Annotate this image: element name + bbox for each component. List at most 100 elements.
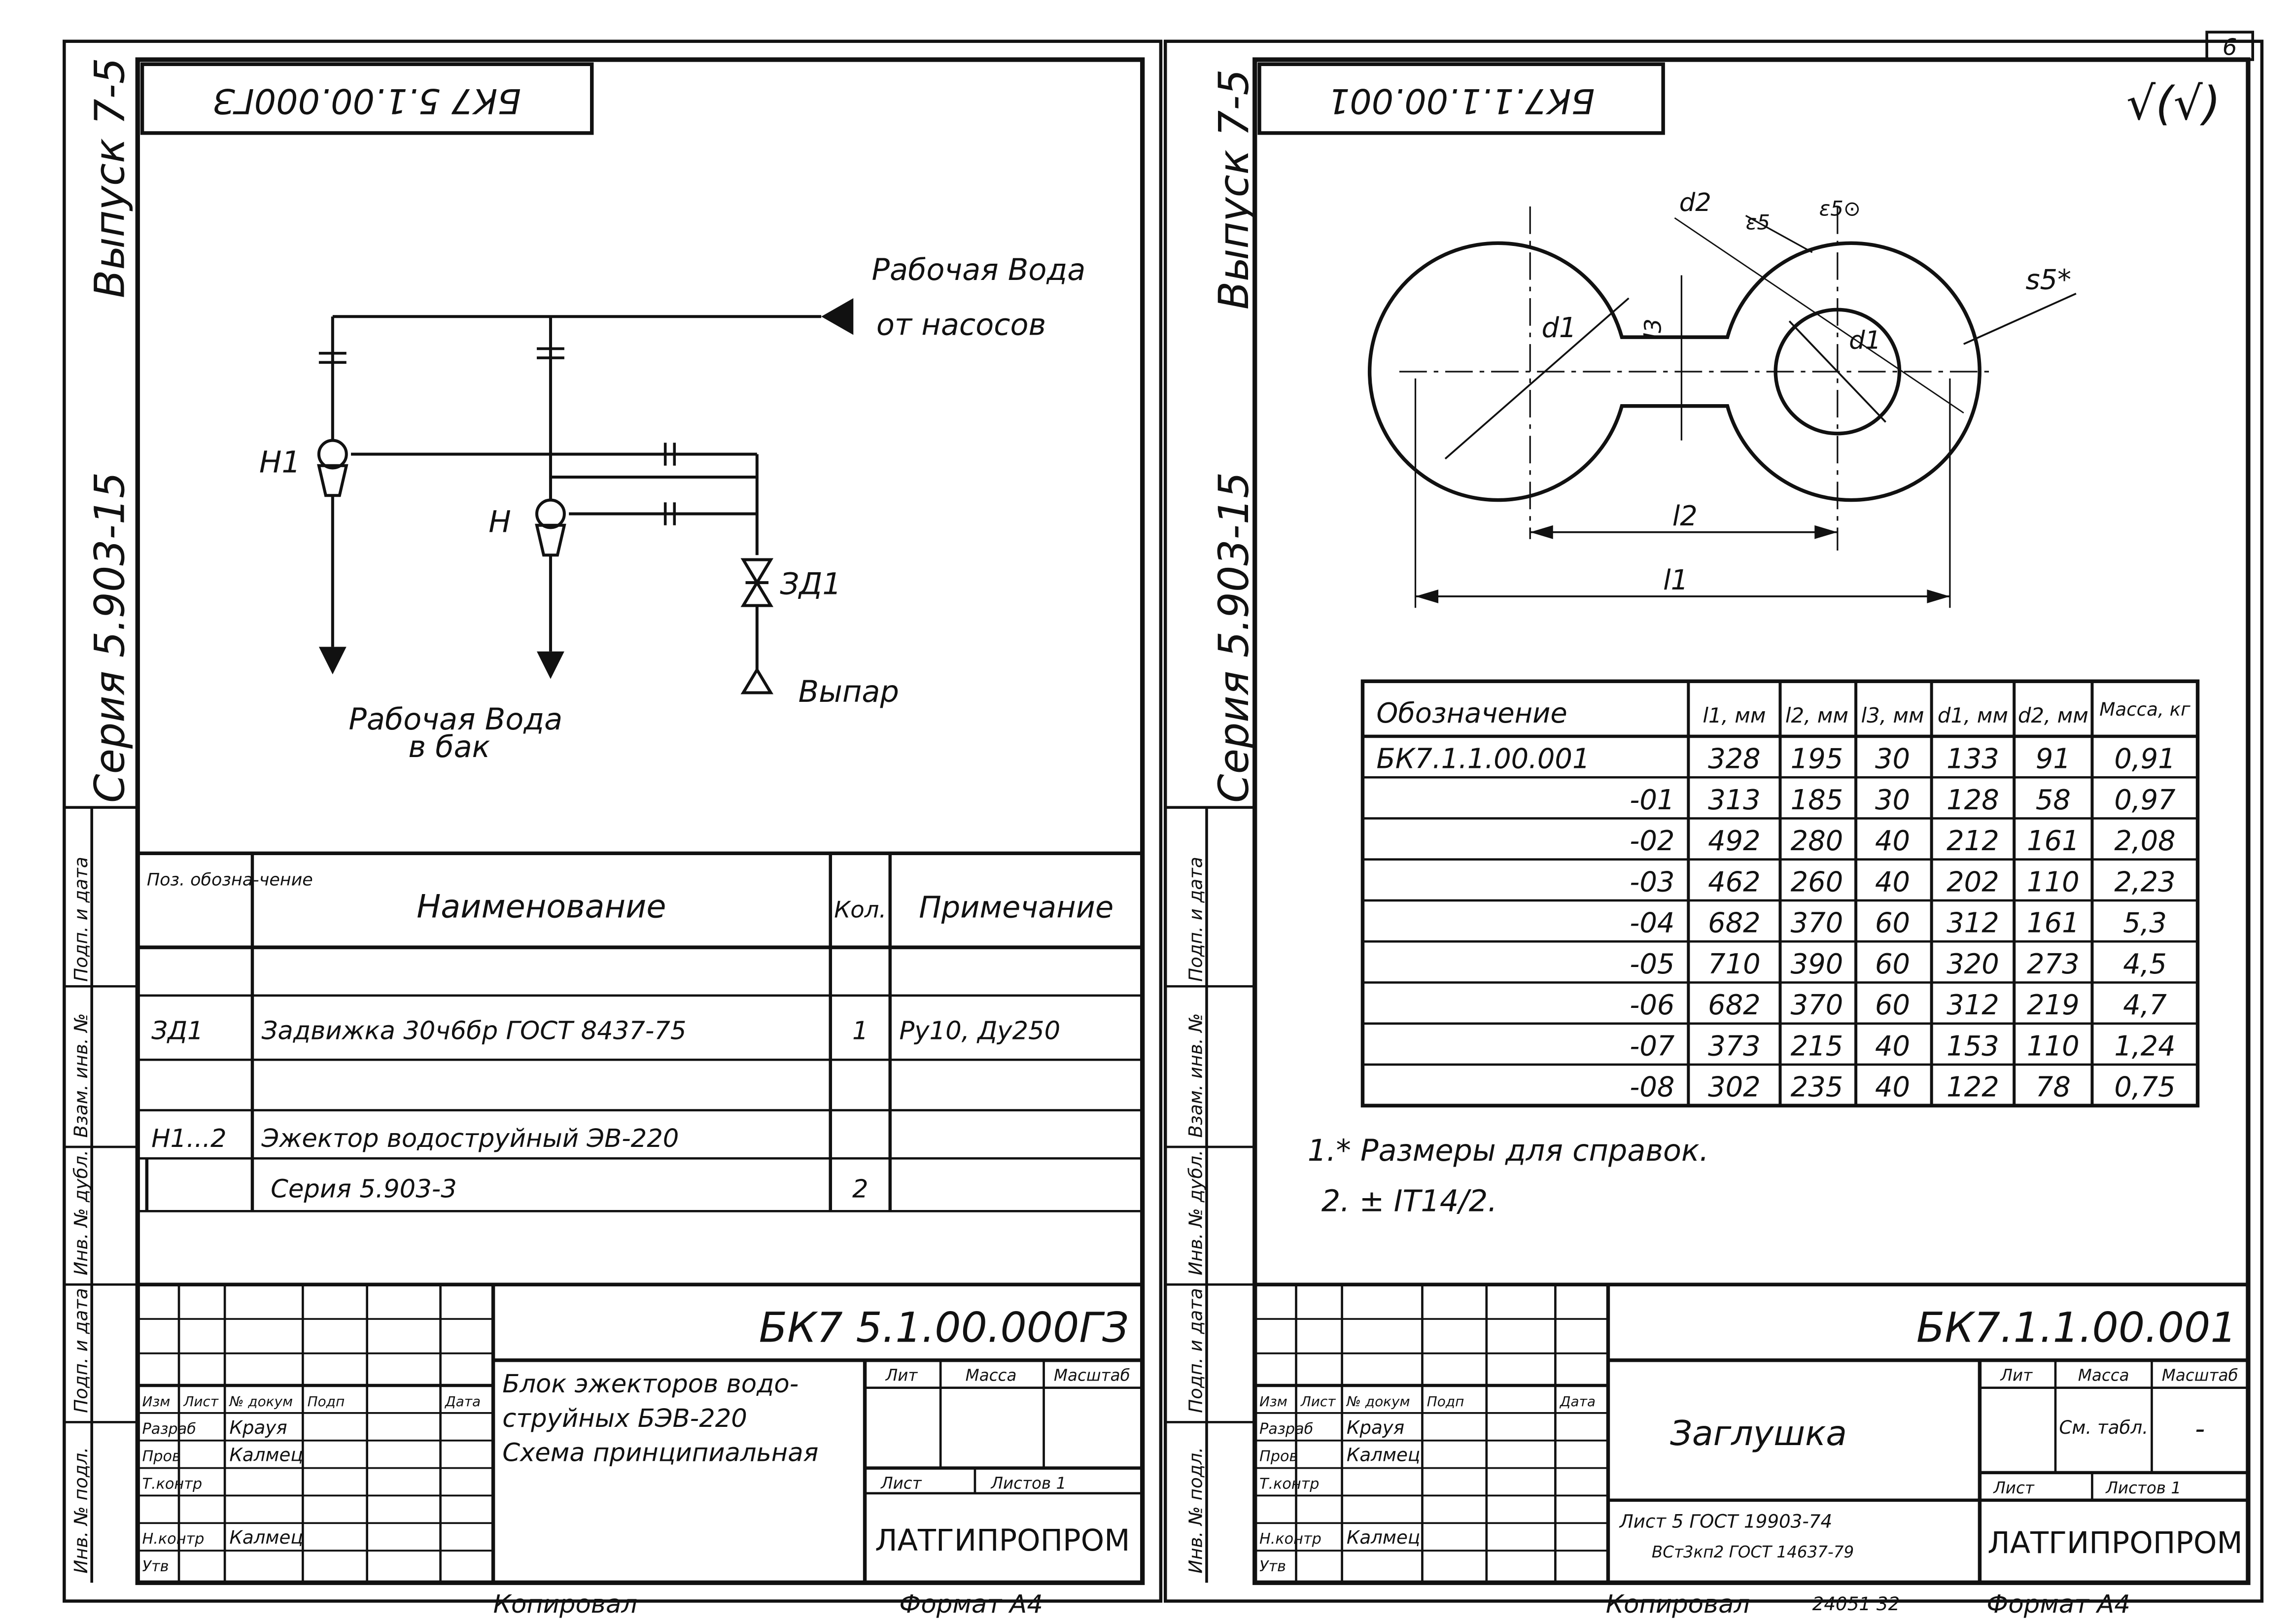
dimension-table: [1360, 679, 2200, 1107]
table-cell: 110: [2027, 866, 2080, 898]
right-sign-h2: Лист: [1300, 1393, 1336, 1410]
table-cell: 682: [1708, 989, 1761, 1021]
table-cell: 60: [1875, 907, 1910, 939]
right-margin-label-3: Инв. № дубл.: [1185, 1150, 1207, 1276]
spec-row-qty: 2: [852, 1174, 869, 1204]
right-sign-h1: Изм: [1259, 1393, 1287, 1410]
left-sign-h3: № докум: [228, 1393, 293, 1410]
right-sheets-label: Листов 1: [2105, 1479, 2181, 1497]
left-inner-frame: [135, 57, 1145, 1585]
table-cell: 110: [2027, 1030, 2080, 1062]
right-stamp-code: БК7.1.1.00.001: [1328, 81, 1595, 121]
right-title-block: [1254, 1282, 2248, 1583]
right-inner-frame: [1252, 57, 2251, 1585]
outlet-label-2: в бак: [408, 730, 490, 764]
left-sheet-label: Лист: [880, 1474, 922, 1492]
table-cell: 161: [2027, 825, 2080, 857]
right-sheet-label: Лист: [1993, 1479, 2035, 1497]
table-cell: 1,24: [2114, 1030, 2175, 1062]
page-number: 6: [2223, 34, 2237, 61]
table-cell: 273: [2027, 948, 2080, 980]
dim-l1: l1: [1663, 564, 1688, 596]
dim-header-l2: l2, мм: [1785, 703, 1848, 727]
right-series-margin: Серия 5.903-15: [1210, 472, 1258, 803]
table-cell: 215: [1791, 1030, 1843, 1062]
table-cell: 78: [2036, 1071, 2071, 1104]
outlet-label-1: Рабочая Вода: [348, 702, 562, 737]
table-cell: 260: [1791, 866, 1843, 898]
table-cell: 30: [1875, 784, 1910, 816]
dim-header-d2: d2, мм: [2018, 703, 2088, 727]
table-cell: 280: [1791, 825, 1843, 857]
table-row-designation: -01: [1630, 784, 1674, 816]
right-sign-h5: Дата: [1559, 1393, 1596, 1410]
left-col-scale: Масштаб: [1054, 1366, 1130, 1385]
dim-radius-2: ε5⊙: [1819, 196, 1861, 220]
table-cell: 313: [1708, 784, 1761, 816]
left-sign-h4: Подп: [308, 1393, 345, 1410]
left-doc-name-2: струйных БЭВ-220: [502, 1404, 747, 1433]
left-role-4: Н.контр: [142, 1530, 205, 1548]
table-cell: 40: [1875, 866, 1910, 898]
right-sign-h3: № докум: [1346, 1393, 1410, 1410]
table-row-designation: -06: [1630, 989, 1674, 1021]
dim-header-l1: l1, мм: [1703, 703, 1766, 727]
table-cell: 4,7: [2123, 989, 2167, 1021]
right-margin-label-2: Взам. инв. №: [1185, 1013, 1207, 1138]
spec-row-name: Задвижка 30ч6бр ГОСТ 8437-75: [262, 1016, 687, 1045]
right-sheet: 6 Серия 5.903-15 Выпуск 7-5 Подп. и дата…: [1163, 31, 2264, 1619]
left-doc-name-3: Схема принципиальная: [502, 1438, 818, 1468]
supply-label-2: от насосов: [876, 308, 1046, 342]
table-cell: 0,91: [2114, 743, 2175, 775]
right-sign-h4: Подп: [1427, 1393, 1464, 1410]
table-row-designation: -05: [1630, 948, 1674, 980]
right-name-3: Калмец: [1347, 1526, 1420, 1548]
specification-table: [138, 851, 1143, 1212]
dim-d1-inner: d1: [1849, 325, 1881, 355]
right-role-2: Пров: [1259, 1448, 1298, 1465]
dim-header-l3: l3, мм: [1861, 703, 1924, 727]
table-cell: 153: [1946, 1030, 1999, 1062]
table-cell: 122: [1946, 1071, 1999, 1104]
spec-row-name: Эжектор водоструйный ЭВ-220: [261, 1124, 679, 1153]
table-cell: 462: [1708, 866, 1761, 898]
right-doc-name: Заглушка: [1670, 1414, 1847, 1453]
right-designation: БК7.1.1.00.001: [1916, 1304, 2237, 1352]
spec-header-pos: Поз. обозна-чение: [147, 870, 313, 890]
left-sheets-label: Листов 1: [991, 1474, 1067, 1492]
right-col-mass: Масса: [2078, 1366, 2129, 1385]
table-cell: 328: [1708, 743, 1761, 775]
table-cell: 4,5: [2123, 948, 2167, 980]
right-role-1: Разраб: [1259, 1420, 1313, 1438]
left-margin-label-3: Инв. № дубл.: [70, 1150, 92, 1276]
left-name-3: Калмец: [229, 1526, 303, 1548]
table-cell: 370: [1791, 989, 1843, 1021]
right-scale-value: -: [2195, 1413, 2205, 1445]
valve-label: ЗД1: [780, 567, 841, 601]
table-row-designation: -03: [1630, 866, 1674, 898]
right-mass-value: См. табл.: [2059, 1417, 2148, 1438]
table-cell: 185: [1791, 784, 1843, 816]
right-margin-label-1: Подп. и дата: [1185, 857, 1207, 982]
table-cell: 302: [1708, 1071, 1761, 1104]
table-cell: 60: [1875, 948, 1910, 980]
table-cell: 128: [1946, 784, 1999, 816]
table-cell: 0,75: [2114, 1071, 2175, 1104]
table-cell: 312: [1946, 907, 1999, 939]
left-issue-margin: Выпуск 7-5: [85, 58, 134, 298]
table-cell: 40: [1875, 1071, 1910, 1104]
table-cell: 370: [1791, 907, 1843, 939]
right-margin-label-4: Подп. и дата: [1185, 1288, 1207, 1413]
left-stamp-code: БК7 5.1.00.000ГЗ: [213, 81, 521, 121]
table-cell: 91: [2036, 743, 2071, 775]
left-org: ЛАТГИПРОПРОМ: [875, 1523, 1130, 1558]
table-cell: 195: [1791, 743, 1843, 775]
table-cell: 219: [2027, 989, 2080, 1021]
spec-row-pos: Н1...2: [151, 1124, 226, 1153]
dim-thickness: s5*: [2025, 264, 2071, 296]
table-cell: 202: [1946, 866, 1999, 898]
table-cell: 212: [1946, 825, 1999, 857]
table-row-designation: -08: [1630, 1071, 1674, 1104]
right-org: ЛАТГИПРОПРОМ: [1987, 1526, 2242, 1560]
